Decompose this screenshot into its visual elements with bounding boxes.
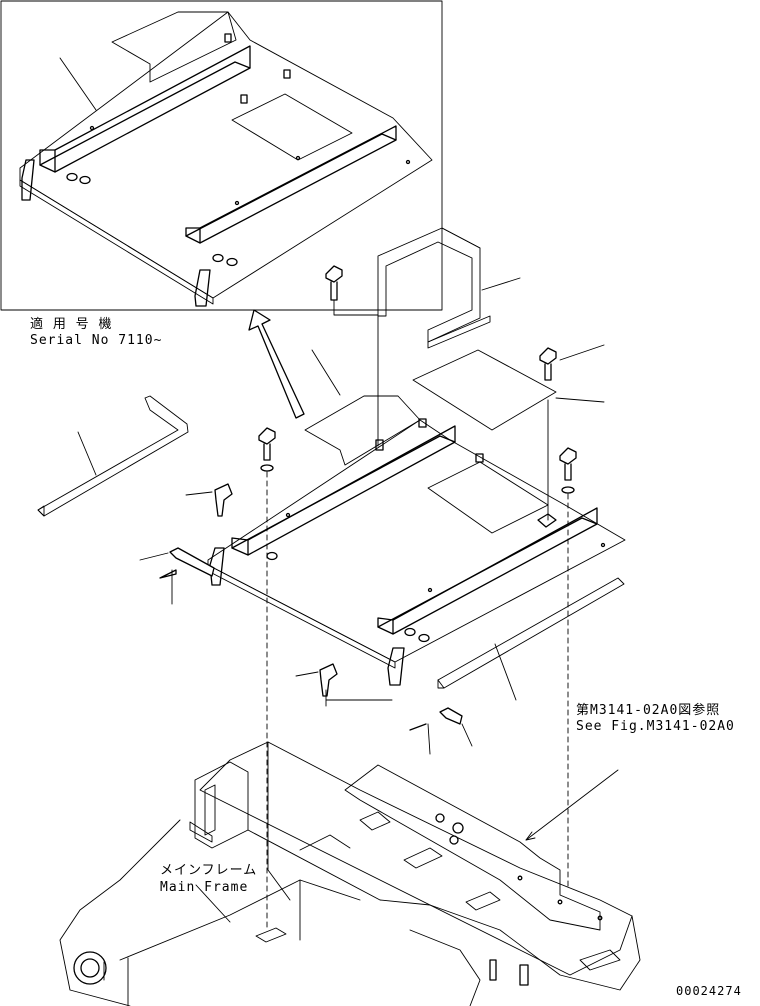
main-frame-label-ja: メインフレーム [160,863,258,878]
reference-label-en: See Fig.M3141-02A0 [576,719,735,734]
inset-view [0,0,443,311]
cover-bracket [377,227,521,349]
strip-right [437,577,625,701]
main-frame-label-en: Main Frame [160,880,249,895]
access-plate [412,349,605,431]
drawing-number: 00024274 [676,984,742,998]
reference-label-ja: 第M3141-02A0図参照 [576,703,721,718]
alignment-lines [266,315,569,931]
serial-label-en: Serial No 7110~ [30,333,163,348]
main-frame [59,741,641,1006]
serial-label-ja: 適 用 号 機 [30,317,113,332]
rod-left [37,395,189,517]
floor-plate [207,395,626,686]
bolts [139,265,605,755]
direction-arrow [248,309,305,419]
